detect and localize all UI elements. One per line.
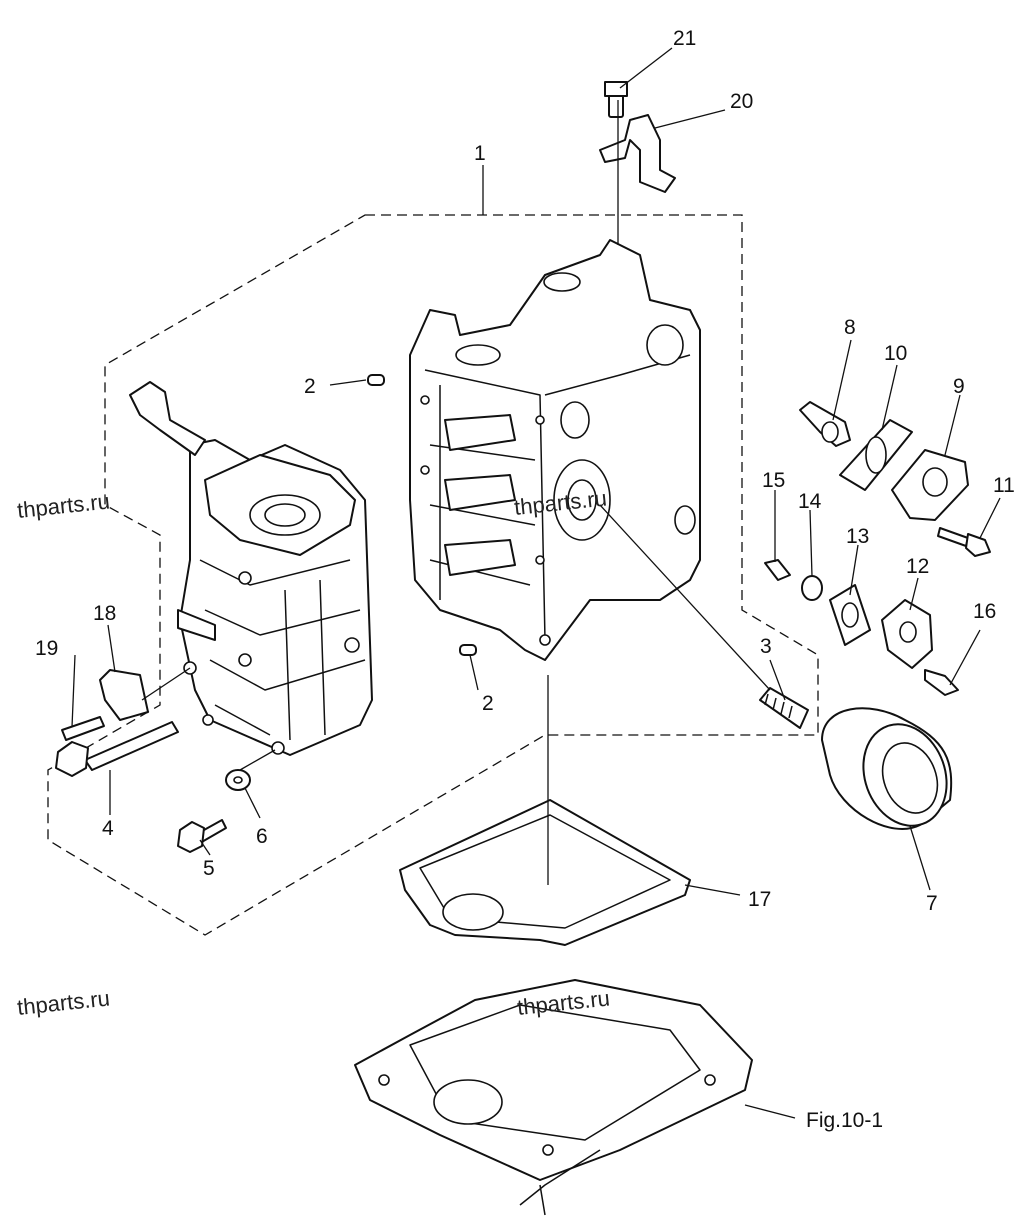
- watermark-text: thparts.ru: [16, 488, 111, 523]
- bolt-21: [604, 81, 628, 118]
- oil-filter: [821, 707, 953, 830]
- cylinder-block: [409, 239, 701, 661]
- callout-16: 16: [973, 600, 996, 623]
- leader-lines: [71, 47, 1001, 1119]
- callout-13: 13: [846, 525, 869, 548]
- bolt-11: [937, 527, 969, 547]
- dowel-pin-lower: [459, 644, 477, 656]
- callout-20: 20: [730, 90, 753, 113]
- callout-2-upper: 2: [304, 375, 316, 398]
- crankcase-left-half: [129, 381, 373, 756]
- drain-plug: [759, 687, 809, 729]
- callout-10: 10: [884, 342, 907, 365]
- callout-14: 14: [798, 490, 822, 513]
- bolt-16: [924, 669, 959, 696]
- figure-reference: Fig.10-1: [806, 1109, 883, 1132]
- watermark-text: thparts.ru: [16, 985, 111, 1020]
- callout-3: 3: [760, 635, 772, 658]
- callout-2-lower: 2: [482, 692, 494, 715]
- oil-pan-assembly: [354, 979, 753, 1216]
- callout-7: 7: [926, 892, 938, 915]
- callout-18: 18: [93, 602, 116, 625]
- callout-19: 19: [35, 637, 58, 660]
- callout-numbers: 1 2 2 3 4 5 6 7 8 9 10 11 12 13 14 15 16…: [35, 27, 1015, 1132]
- long-bolt: [55, 721, 179, 777]
- callout-21: 21: [673, 27, 696, 50]
- callout-15: 15: [762, 469, 785, 492]
- callout-17: 17: [748, 888, 771, 911]
- bolt-19: [61, 716, 105, 741]
- callout-12: 12: [906, 555, 929, 578]
- dowel-pin-upper: [367, 374, 385, 386]
- thermo-sensor: [799, 401, 851, 447]
- callout-8: 8: [844, 316, 856, 339]
- callout-11: 11: [993, 474, 1015, 497]
- callout-1: 1: [474, 142, 486, 165]
- bolt-5: [177, 819, 227, 853]
- bracket-18: [99, 669, 149, 721]
- callout-6: 6: [256, 825, 268, 848]
- callout-5: 5: [203, 857, 215, 880]
- clamp-20: [599, 114, 676, 193]
- assembly-boundary: [47, 214, 819, 936]
- bolt-15: [764, 559, 791, 581]
- collar: [801, 575, 823, 601]
- callout-9: 9: [953, 375, 965, 398]
- gasket-17: [399, 799, 691, 946]
- callout-4: 4: [102, 817, 114, 840]
